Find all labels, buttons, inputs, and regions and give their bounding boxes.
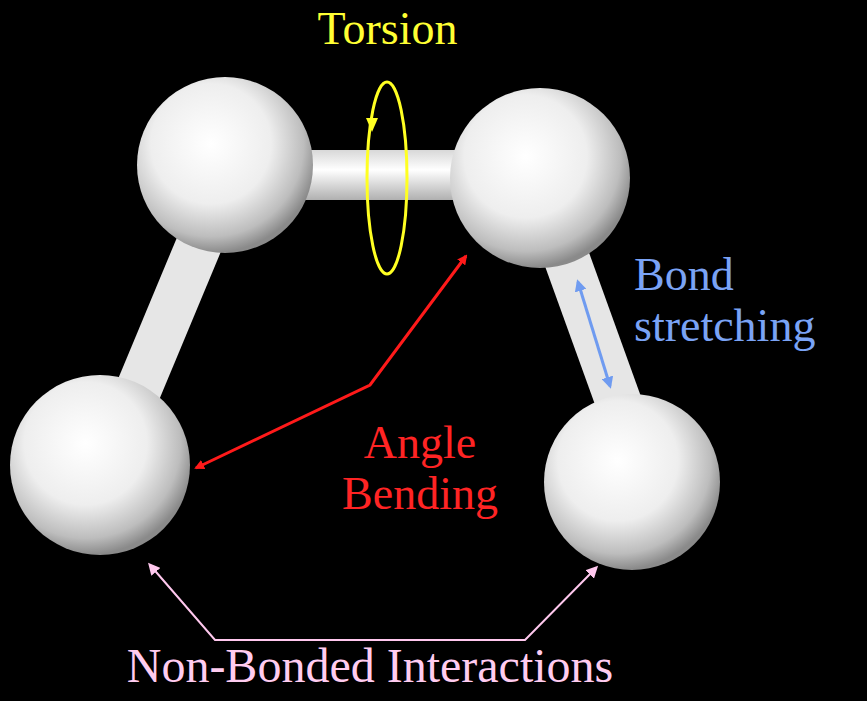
nonbonded-label: Non-Bonded Interactions: [70, 640, 670, 693]
bond: [130, 230, 205, 410]
stretching-label: Bond stretching: [634, 250, 859, 351]
nonbonded-leader: [150, 565, 596, 640]
atom: [450, 88, 630, 268]
atom: [10, 375, 190, 555]
angle-label: Angle Bending: [315, 418, 525, 519]
bond: [560, 240, 625, 420]
stretch-arrow: [578, 282, 610, 386]
torsion-ring: [367, 82, 407, 274]
torsion-arrowhead: [366, 118, 378, 132]
bond: [285, 150, 475, 200]
atom: [137, 77, 313, 253]
atom: [544, 394, 720, 570]
torsion-label: Torsion: [285, 4, 490, 55]
